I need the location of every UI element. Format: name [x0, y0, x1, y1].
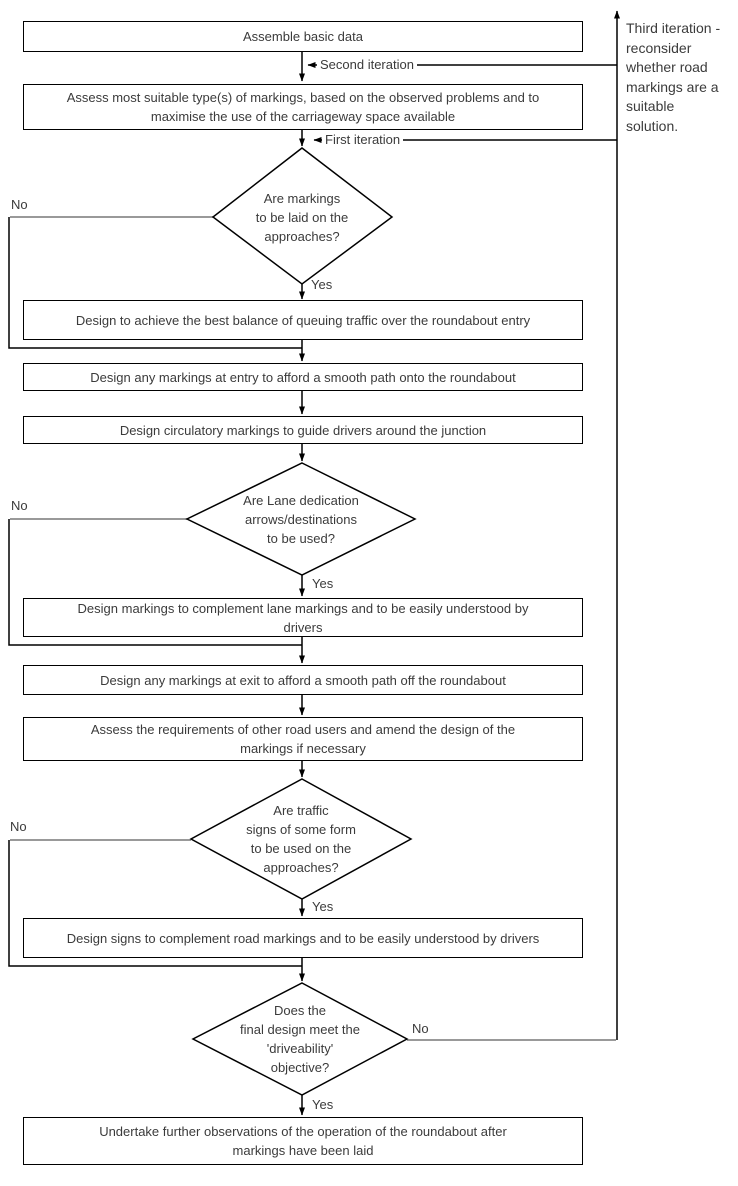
label-yes-decision4: Yes: [312, 1097, 334, 1112]
label-no-decision2: No: [11, 498, 28, 513]
process-box-assess-marking-types: Assess most suitable type(s) of markings…: [23, 84, 583, 130]
process-box-design-signs: Design signs to complement road markings…: [23, 918, 583, 958]
decision-text-lane-dedication: Are Lane dedication arrows/destinations …: [243, 492, 359, 546]
label-no-decision4: No: [412, 1021, 429, 1036]
label-second-iteration: Second iteration: [317, 56, 417, 74]
label-first-iteration: First iteration: [322, 131, 404, 149]
decision-diamond-traffic-signs: [189, 778, 413, 900]
label-no-decision3: No: [10, 819, 27, 834]
decision-text-driveability: Does the final design meet the 'driveabi…: [240, 1003, 360, 1075]
process-box-design-lane-markings: Design markings to complement lane marki…: [23, 598, 583, 637]
process-box-design-queue-balance: Design to achieve the best balance of qu…: [23, 300, 583, 340]
label-yes-decision1: Yes: [311, 277, 333, 292]
process-box-design-entry-markings: Design any markings at entry to afford a…: [23, 363, 583, 391]
process-box-undertake-observations: Undertake further observations of the op…: [23, 1117, 583, 1165]
decision-diamond-markings-on-approaches: [211, 147, 394, 285]
decision-diamond-lane-dedication: [185, 462, 417, 576]
no-loop-return-2: [8, 519, 302, 646]
process-box-assess-other-users: Assess the requirements of other road us…: [23, 717, 583, 761]
note-third-iteration: Third iteration - reconsider whether roa…: [626, 20, 721, 134]
label-yes-decision2: Yes: [312, 576, 334, 591]
no-loop-return-3: [8, 840, 302, 967]
no-loop-return-1: [8, 217, 302, 349]
decision-text-traffic-signs: Are traffic signs of some form to be use…: [246, 803, 356, 875]
process-box-design-exit-markings: Design any markings at exit to afford a …: [23, 665, 583, 695]
decision-text-markings-on-approaches: Are markings to be laid on the approache…: [255, 190, 349, 244]
process-box-design-circulatory: Design circulatory markings to guide dri…: [23, 416, 583, 444]
decision-diamond-driveability: [191, 982, 409, 1096]
process-box-assemble-basic-data: Assemble basic data: [23, 21, 583, 52]
label-yes-decision3: Yes: [312, 899, 334, 914]
label-no-decision1: No: [11, 197, 28, 212]
